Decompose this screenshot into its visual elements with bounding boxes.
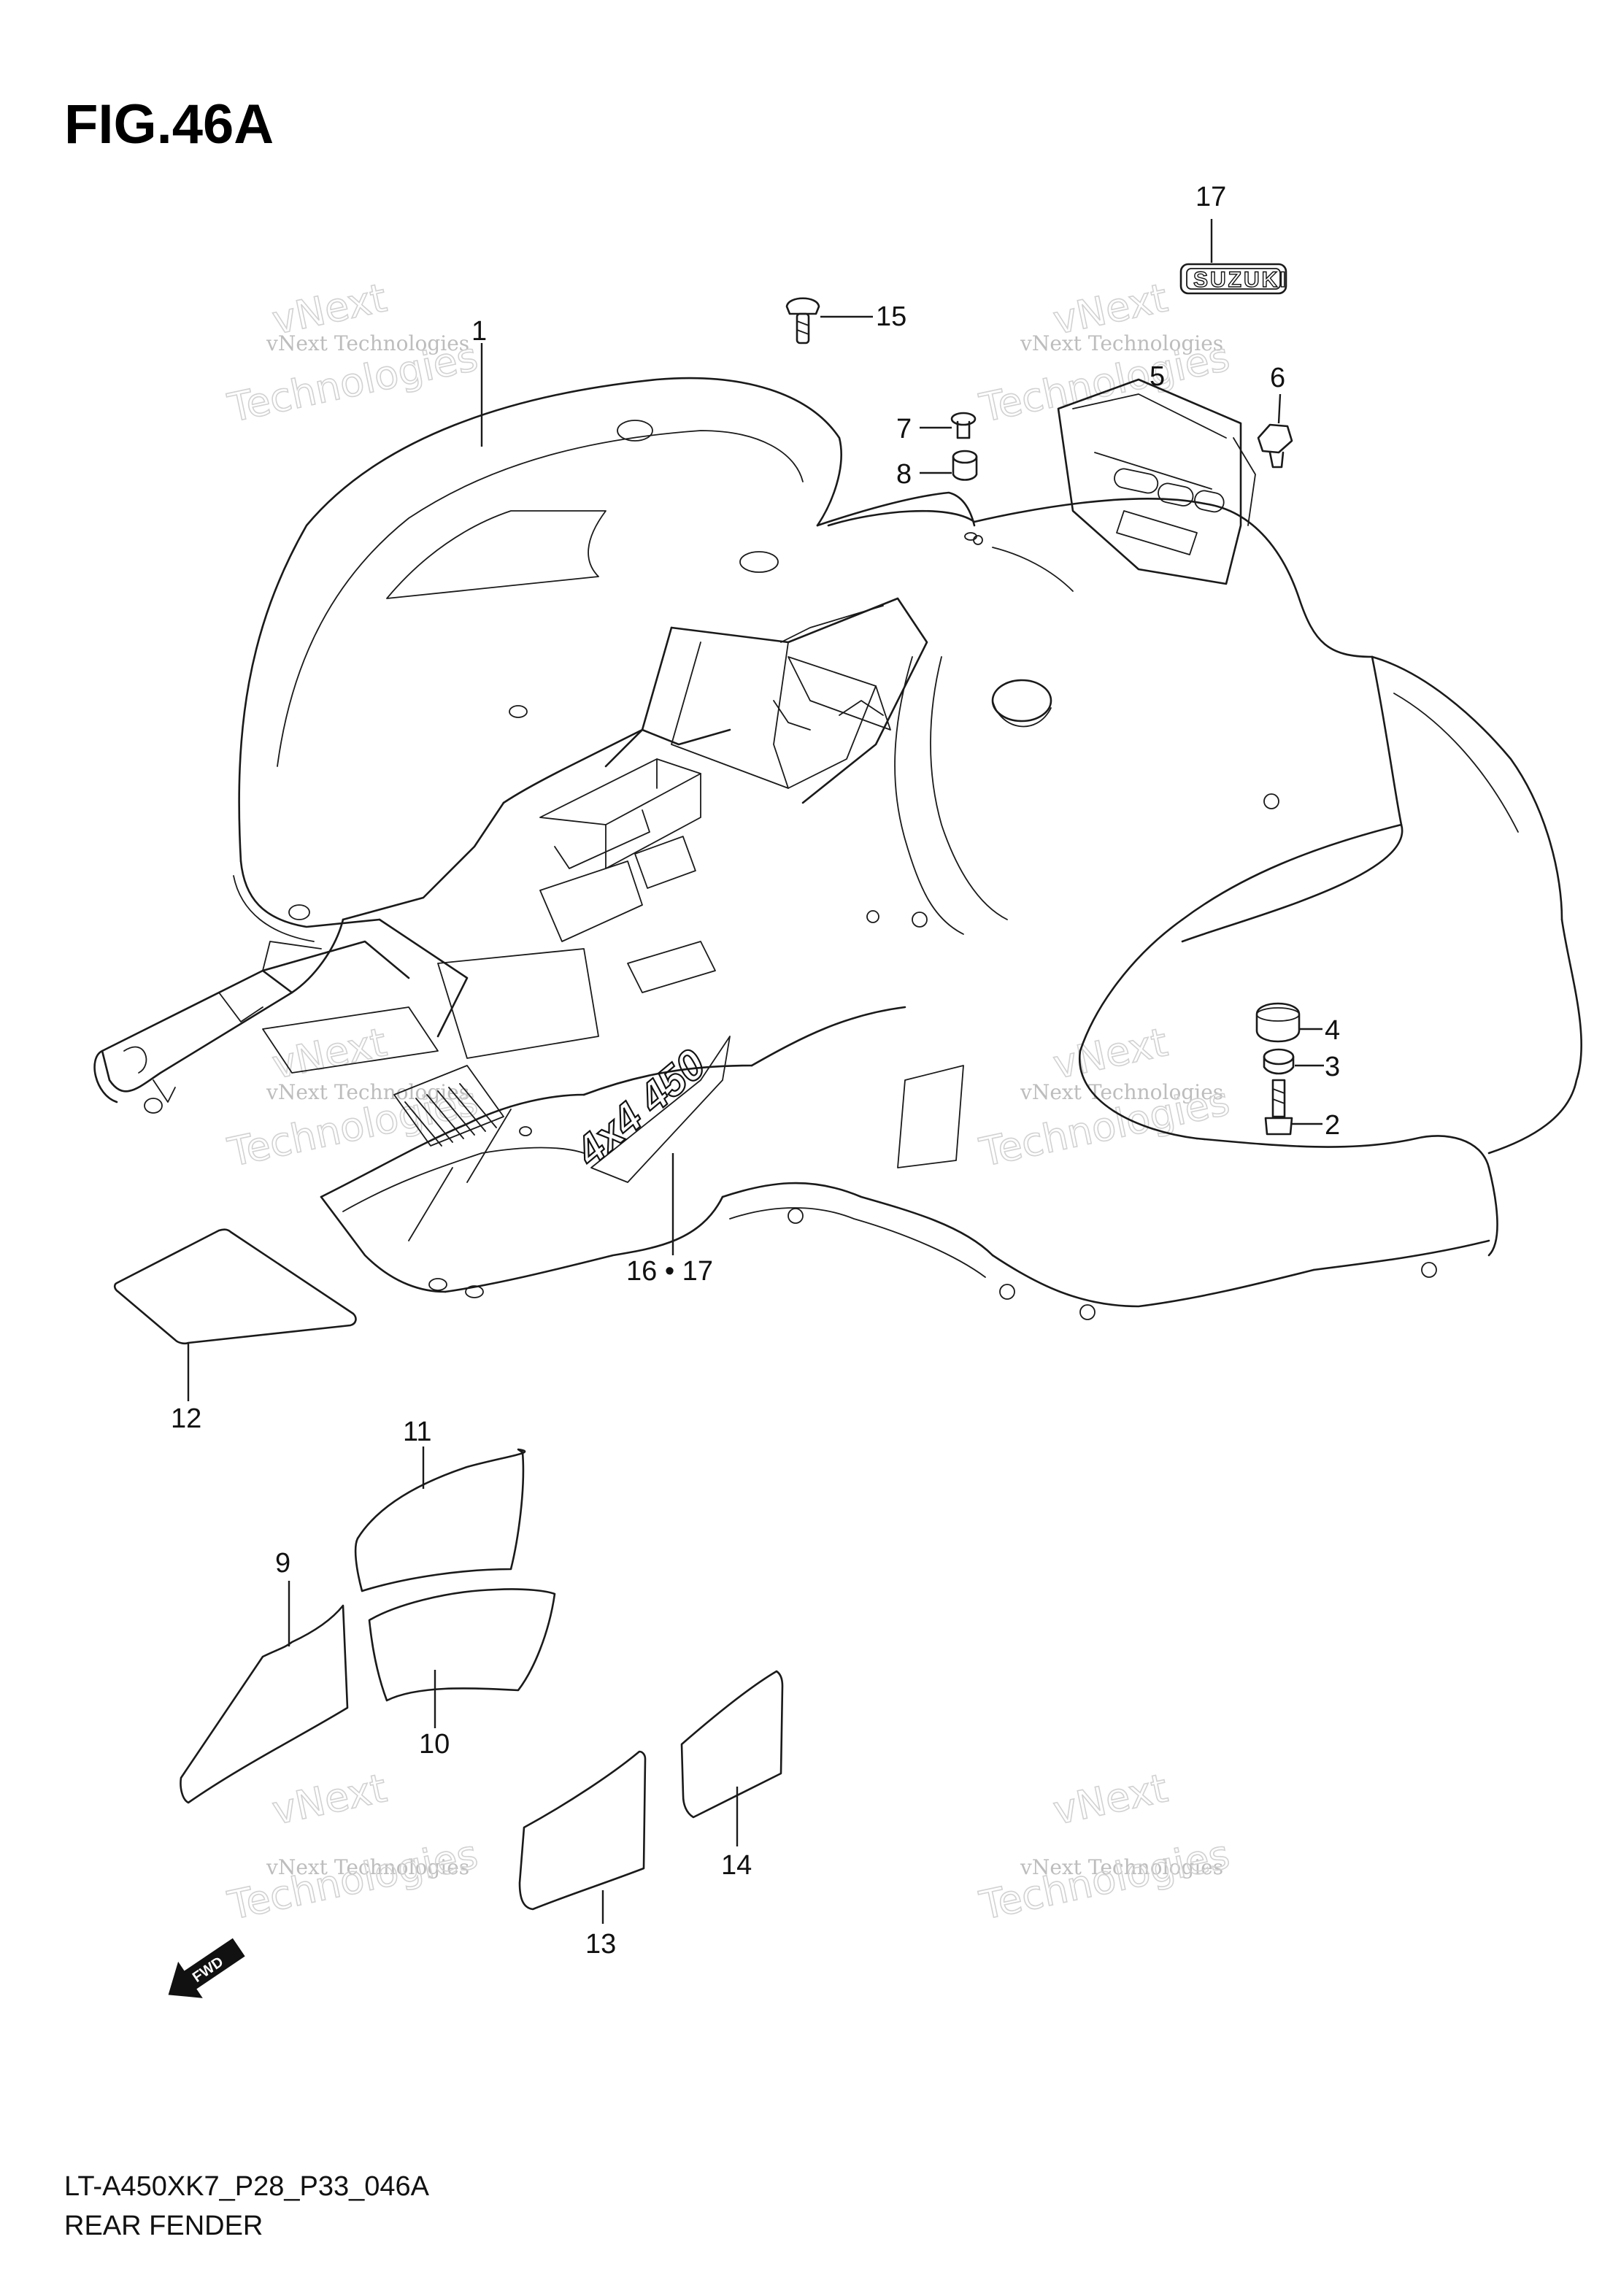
watermark-mid-right: vNext vNext Technologies Technologies bbox=[975, 1018, 1234, 1176]
nut-part-8 bbox=[952, 450, 978, 481]
pad-part-11 bbox=[354, 1448, 526, 1592]
cushion-part-4 bbox=[1255, 1002, 1301, 1043]
watermark-bottom-left: vNext vNext Technologies Technologies bbox=[223, 1764, 482, 1929]
leader-lines bbox=[187, 219, 1324, 1924]
callout-13: 13 bbox=[585, 1929, 616, 1960]
callout-11: 11 bbox=[403, 1417, 431, 1447]
screw-part-7 bbox=[950, 412, 977, 439]
svg-text:vNext Technologies: vNext Technologies bbox=[266, 1080, 469, 1104]
washer-part-3 bbox=[1263, 1048, 1295, 1075]
callout-1: 1 bbox=[471, 316, 487, 347]
watermark-top-left: vNext vNext Technologies Technologies bbox=[223, 274, 482, 431]
model-code: LT-A450XK7_P28_P33_046A bbox=[64, 2171, 430, 2202]
watermark-top-right: vNext vNext Technologies Technologies bbox=[975, 274, 1234, 431]
rear-fender-body bbox=[93, 377, 1583, 1320]
svg-text:vNext: vNext bbox=[269, 1019, 390, 1087]
callout-5: 5 bbox=[1150, 361, 1165, 392]
callout-10: 10 bbox=[419, 1729, 450, 1760]
tail-light-grille bbox=[393, 1065, 504, 1147]
svg-text:vNext: vNext bbox=[269, 1765, 390, 1833]
svg-text:vNext Technologies: vNext Technologies bbox=[266, 331, 469, 355]
callout-8: 8 bbox=[896, 459, 912, 490]
pad-part-9 bbox=[180, 1604, 349, 1804]
callout-16-17: 16 • 17 bbox=[626, 1256, 713, 1287]
callout-12: 12 bbox=[171, 1403, 201, 1434]
tail-light-cover bbox=[1057, 378, 1256, 585]
callout-3: 3 bbox=[1325, 1052, 1340, 1082]
svg-text:vNext Technologies: vNext Technologies bbox=[1020, 1080, 1223, 1104]
pad-part-10 bbox=[368, 1588, 556, 1702]
suzuki-emblem-text: SUZUKI bbox=[1193, 268, 1288, 292]
bolt-part-15 bbox=[785, 297, 820, 344]
callout-6: 6 bbox=[1270, 363, 1285, 393]
pad-part-13 bbox=[518, 1750, 647, 1911]
callout-15: 15 bbox=[876, 301, 906, 332]
clip-part-6 bbox=[1257, 423, 1293, 469]
figure-title: FIG.46A bbox=[64, 93, 274, 155]
section-name: REAR FENDER bbox=[64, 2211, 263, 2241]
svg-text:Technologies: Technologies bbox=[976, 1831, 1233, 1929]
watermark-bottom-right: vNext vNext Technologies Technologies bbox=[975, 1764, 1234, 1929]
svg-text:vNext Technologies: vNext Technologies bbox=[1020, 1855, 1223, 1879]
fwd-arrow-icon: FWD bbox=[168, 1938, 245, 1998]
bolt-part-2 bbox=[1264, 1079, 1293, 1136]
model-logo-text: 4x4 450 bbox=[566, 1040, 715, 1175]
decal-part-12 bbox=[113, 1228, 357, 1345]
callout-7: 7 bbox=[896, 414, 912, 444]
callout-4: 4 bbox=[1325, 1015, 1340, 1046]
svg-text:vNext Technologies: vNext Technologies bbox=[266, 1855, 469, 1879]
svg-text:vNext: vNext bbox=[1050, 1019, 1171, 1087]
model-logo-decal: 4x4 450 bbox=[566, 1036, 731, 1183]
pad-part-14 bbox=[680, 1670, 784, 1819]
callout-14: 14 bbox=[721, 1850, 752, 1881]
callout-9: 9 bbox=[275, 1548, 290, 1579]
callout-17: 17 bbox=[1195, 182, 1226, 212]
svg-text:vNext: vNext bbox=[1050, 1765, 1171, 1833]
svg-text:vNext Technologies: vNext Technologies bbox=[1020, 331, 1223, 355]
svg-text:Technologies: Technologies bbox=[224, 1831, 482, 1929]
suzuki-emblem: SUZUKI bbox=[1179, 263, 1288, 295]
callout-2: 2 bbox=[1325, 1110, 1340, 1141]
